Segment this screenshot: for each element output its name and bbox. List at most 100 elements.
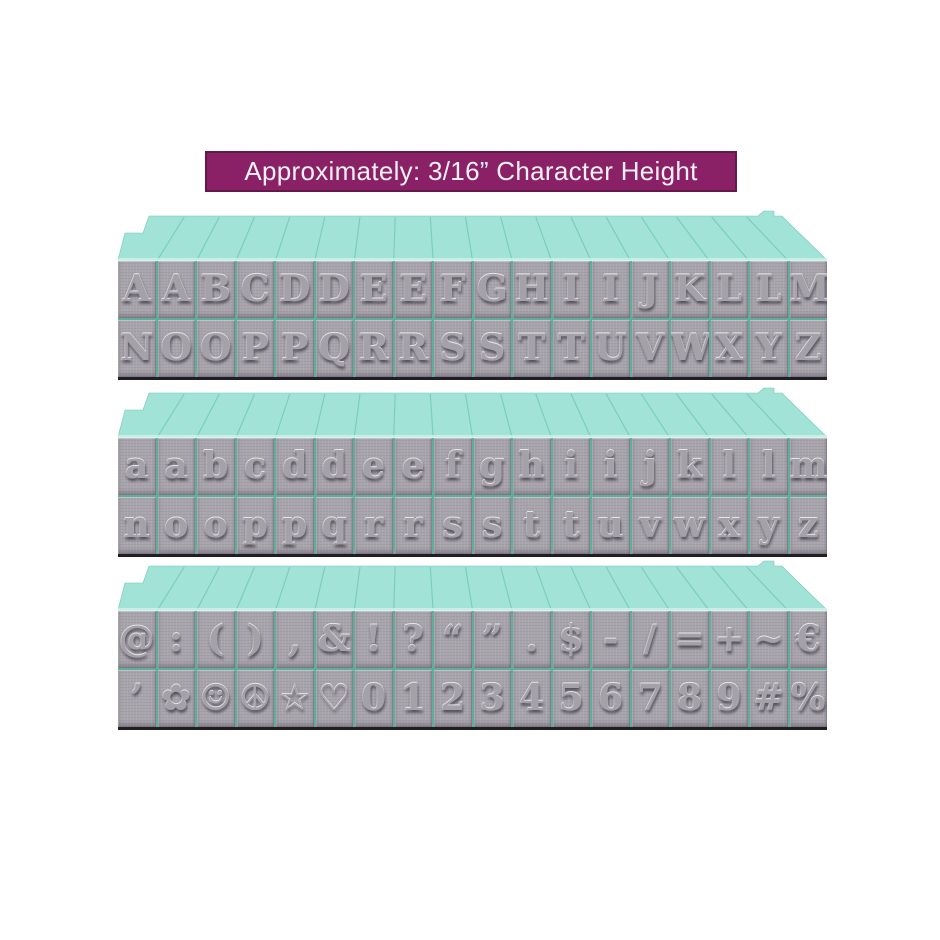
stamp-tile: 8 — [671, 670, 709, 727]
stamp-character: € — [795, 618, 821, 660]
stamp-character: a — [164, 445, 188, 487]
stamp-character: i — [564, 445, 579, 487]
stamp-character: E — [360, 268, 388, 310]
stamp-character: e — [362, 445, 386, 487]
stamp-tile: 7 — [631, 670, 669, 727]
stamp-tile: @ — [118, 611, 156, 668]
stamp-character: O — [160, 327, 192, 369]
stamp-tile: . — [513, 611, 551, 668]
stamp-character: M — [789, 268, 828, 310]
stamp-character: j — [643, 445, 657, 487]
stamp-tile: k — [671, 438, 709, 495]
stamp-tile: O — [197, 320, 235, 377]
stamp-tile: Z — [789, 320, 827, 377]
stamp-character: X — [715, 327, 744, 369]
stamp-tile: T — [552, 320, 590, 377]
stamp-top-surface — [118, 387, 827, 437]
stamp-tile: Y — [750, 320, 788, 377]
stamp-tile: q — [315, 497, 353, 554]
stamp-tile: Q — [315, 320, 353, 377]
stamp-character: v — [639, 504, 661, 546]
stamp-character: N — [120, 327, 154, 369]
stamp-tile: $ — [552, 611, 590, 668]
stamp-tile: ! — [355, 611, 393, 668]
stamp-character: ! — [365, 618, 382, 660]
stamp-tile: 9 — [710, 670, 748, 727]
stamp-tile: R — [394, 320, 432, 377]
stamp-tile: X — [710, 320, 748, 377]
stamp-character: # — [753, 677, 784, 719]
star-icon: ☆ — [278, 677, 311, 719]
stamp-tile: o — [157, 497, 195, 554]
stamp-character: R — [398, 327, 429, 369]
stamp-tile: : — [157, 611, 195, 668]
stamp-character: 8 — [677, 677, 703, 719]
stamp-tile: A — [118, 261, 156, 318]
stamp-character: r — [403, 504, 423, 546]
stamp-character: 2 — [440, 677, 466, 719]
stamp-character: 3 — [479, 677, 505, 719]
stamp-tile: V — [631, 320, 669, 377]
stamp-tile: I — [592, 261, 630, 318]
stamp-tile: e — [355, 438, 393, 495]
stamp-tile: J — [631, 261, 669, 318]
stamp-character: = — [674, 618, 705, 660]
stamp-tile: l — [710, 438, 748, 495]
stamp-tile: d — [276, 438, 314, 495]
stamp-tile: I — [552, 261, 590, 318]
stamp-tile: t — [513, 497, 551, 554]
stamp-tile: g — [473, 438, 511, 495]
stamp-tile: A — [157, 261, 195, 318]
stamp-character: F — [439, 268, 466, 310]
stamp-character: P — [241, 327, 269, 369]
stamp-tile: s — [473, 497, 511, 554]
stamp-tile: L — [710, 261, 748, 318]
stamp-tile: a — [118, 438, 156, 495]
stamp-tile: W — [671, 320, 709, 377]
stamp-character: “ — [442, 618, 464, 660]
stamp-character: + — [714, 618, 745, 660]
stamp-character: 5 — [558, 677, 584, 719]
stamp-character: D — [279, 268, 311, 310]
stamp-character: u — [597, 504, 624, 546]
stamp-character: m — [789, 445, 828, 487]
heart-icon: ♡ — [318, 677, 351, 719]
stamp-tile: R — [355, 320, 393, 377]
stamp-character: T — [557, 327, 585, 369]
stamp-character: x — [718, 504, 740, 546]
stamp-tile: i — [592, 438, 630, 495]
stamp-tile: K — [671, 261, 709, 318]
stamp-character: J — [641, 268, 659, 310]
stamp-tile: d — [315, 438, 353, 495]
stamp-character: - — [603, 618, 619, 660]
stamp-character: o — [164, 504, 189, 546]
stamp-character: G — [476, 268, 508, 310]
stamp-character: 6 — [598, 677, 624, 719]
stamp-tile: 2 — [434, 670, 472, 727]
stamp-character: g — [479, 445, 505, 487]
stamp-character: K — [674, 268, 706, 310]
stamp-character: S — [479, 327, 506, 369]
stamp-character: C — [240, 268, 270, 310]
stamp-tile: N — [118, 320, 156, 377]
stamp-row: @:(),&!?“”.$-/=+~€ — [118, 611, 827, 668]
stamp-character: l — [722, 445, 737, 487]
stamp-tile: i — [552, 438, 590, 495]
stamp-tile: r — [394, 497, 432, 554]
stamp-character: A — [122, 268, 151, 310]
stamp-tile: p — [276, 497, 314, 554]
stamp-character: h — [518, 445, 545, 487]
stamp-tile: u — [592, 497, 630, 554]
stamp-tile: z — [789, 497, 827, 554]
stamp-character: P — [281, 327, 309, 369]
stamp-character: R — [358, 327, 389, 369]
stamp-character: V — [636, 327, 665, 369]
stamp-tile: ” — [473, 611, 511, 668]
stamp-character: ” — [481, 618, 503, 660]
stamp-character: I — [562, 268, 580, 310]
